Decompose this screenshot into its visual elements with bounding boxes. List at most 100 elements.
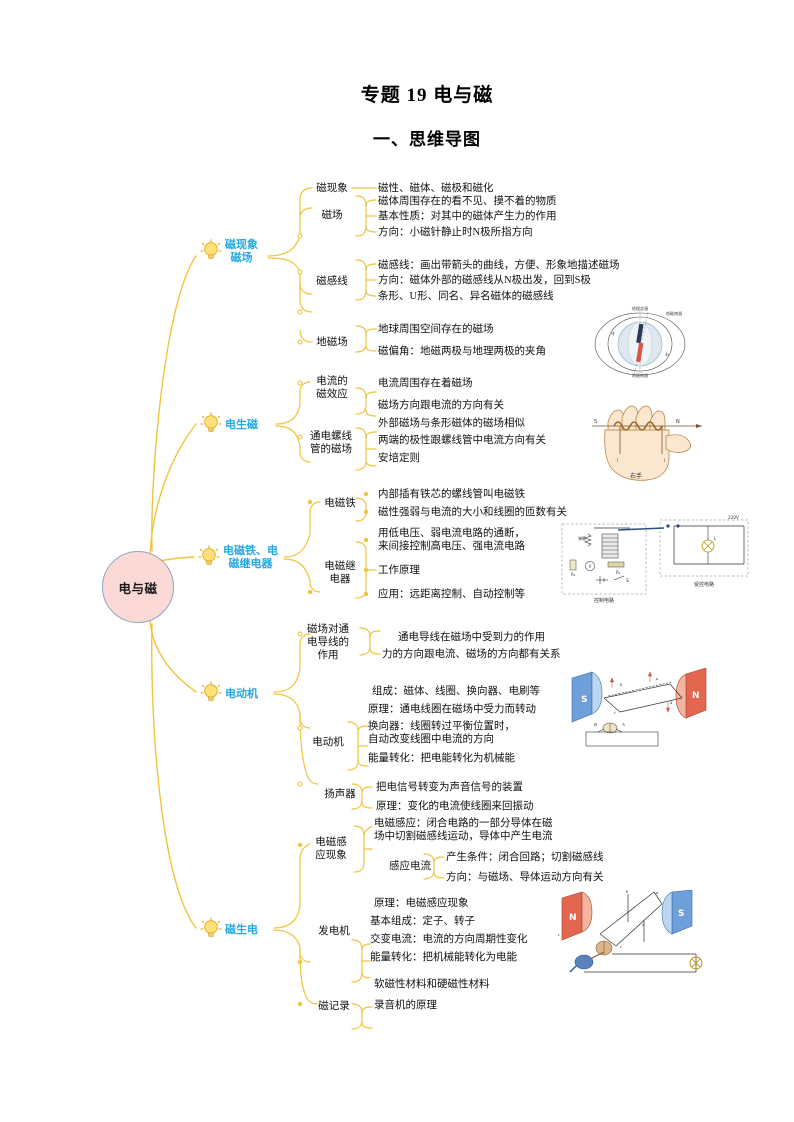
svg-text:S: S bbox=[678, 909, 684, 919]
leaf-field-lines-2: 方向：磁体外部的磁感线从N极出发，回到S极 bbox=[378, 275, 591, 286]
svg-text:220V: 220V bbox=[728, 515, 739, 520]
node-relay[interactable]: 电磁继 电器 bbox=[324, 561, 356, 585]
svg-text:受控电路: 受控电路 bbox=[694, 581, 714, 588]
node-electromagnet[interactable]: 电磁铁 bbox=[324, 498, 356, 509]
leaf-generator-1: 原理：电磁感应现象 bbox=[374, 898, 469, 909]
node-loudspeaker[interactable]: 扬声器 bbox=[324, 789, 356, 800]
svg-text:R₁: R₁ bbox=[616, 570, 621, 575]
leaf-em-induction-1: 电磁感应：闭合电路的一部分导体在磁 场中切割磁感线运动，导体中产生电流 bbox=[374, 818, 553, 842]
branch-label-magnetism-to-electricity: 磁生电 bbox=[225, 922, 258, 936]
svg-text:B: B bbox=[594, 722, 597, 727]
branch-magnetism[interactable]: 磁现象磁场 bbox=[200, 238, 258, 264]
svg-text:控制电路: 控制电路 bbox=[594, 597, 614, 604]
leaf-loudspeaker-1: 把电信号转变为声音信号的装置 bbox=[376, 782, 523, 793]
leaf-magnetic-field-2: 基本性质：对其中的磁体产生力的作用 bbox=[378, 211, 557, 222]
node-current-magnetic-effect[interactable]: 电流的 磁效应 bbox=[316, 376, 348, 400]
svg-text:V: V bbox=[589, 564, 592, 569]
node-magnetic-field[interactable]: 磁场 bbox=[321, 210, 343, 221]
svg-text:R₂: R₂ bbox=[571, 572, 576, 577]
svg-text:L: L bbox=[714, 536, 717, 541]
svg-text:N: N bbox=[569, 913, 577, 923]
svg-text:弹簧: 弹簧 bbox=[578, 535, 586, 541]
svg-text:N: N bbox=[692, 691, 700, 701]
leaf-magnetic-recording-1: 软磁性材料和硬磁性材料 bbox=[374, 979, 490, 990]
leaf-electromagnet-1: 内部插有铁芯的螺线管叫电磁铁 bbox=[378, 489, 525, 500]
svg-text:地理南极: 地理南极 bbox=[632, 372, 650, 378]
leaf-current-effect-2: 磁场方向跟电流的方向有关 bbox=[378, 400, 504, 411]
leaf-relay-3: 应用：远距离控制、自动控制等 bbox=[378, 589, 525, 600]
leaf-field-lines-1: 磁感线：画出带箭头的曲线，方便、形象地描述磁场 bbox=[378, 260, 620, 271]
svg-text:d: d bbox=[670, 700, 673, 705]
mindmap-center-node[interactable]: 电与磁 bbox=[102, 551, 174, 623]
branch-label-electromagnet-relay: 电磁铁、电磁继电器 bbox=[223, 544, 278, 570]
leaf-magnetic-phenomena-1: 磁性、磁体、磁极和磁化 bbox=[378, 183, 494, 194]
leaf-generator-2: 基本组成：定子、转子 bbox=[370, 916, 475, 927]
node-magnetic-phenomena[interactable]: 磁现象 bbox=[316, 183, 348, 194]
lightbulb-icon bbox=[198, 545, 220, 565]
figure-generator-diagram: N S b a d c bbox=[556, 890, 772, 996]
svg-text:c: c bbox=[558, 932, 560, 937]
figure-relay-circuit: 弹簧 R₁ V R₂ S 控制电路 bbox=[556, 514, 756, 608]
svg-text:b: b bbox=[620, 682, 623, 687]
svg-text:右手: 右手 bbox=[630, 472, 642, 480]
leaf-solenoid-3: 安培定则 bbox=[378, 453, 420, 464]
branch-label-electricity-to-magnetism: 电生磁 bbox=[225, 417, 258, 431]
leaf-relay-2: 工作原理 bbox=[378, 565, 420, 576]
leaf-current-effect-1: 电流周围存在着磁场 bbox=[378, 378, 473, 389]
leaf-magnetic-recording-2: 录音机的原理 bbox=[374, 1000, 437, 1011]
leaf-generator-4: 能量转化：把机械能转化为电能 bbox=[370, 952, 517, 963]
svg-text:c: c bbox=[620, 944, 622, 949]
leaf-field-on-wire-2: 力的方向跟电流、磁场的方向都有关系 bbox=[382, 649, 561, 660]
leaf-induced-current-1: 产生条件：闭合回路；切割磁感线 bbox=[446, 852, 604, 863]
branch-label-magnetism: 磁现象磁场 bbox=[225, 238, 258, 264]
figure-right-hand-rule: S N I I 右手 bbox=[572, 396, 712, 482]
lightbulb-icon bbox=[200, 239, 222, 259]
lightbulb-icon bbox=[200, 681, 222, 701]
node-solenoid-field[interactable]: 通电螺线 管的磁场 bbox=[310, 431, 352, 455]
node-field-on-wire[interactable]: 磁场对通 电导线的 作用 bbox=[307, 624, 349, 661]
svg-text:S: S bbox=[594, 419, 597, 425]
svg-text:a: a bbox=[656, 676, 659, 681]
leaf-relay-1: 用低电压、弱电流电路的通断， 来间接控制高电压、强电流电路 bbox=[378, 528, 525, 552]
svg-text:d: d bbox=[642, 922, 645, 927]
node-motor[interactable]: 电动机 bbox=[312, 737, 344, 748]
leaf-electromagnet-2: 磁性强弱与电流的大小和线圈的匝数有关 bbox=[378, 507, 567, 518]
svg-text:S: S bbox=[626, 578, 629, 584]
svg-text:S: S bbox=[581, 695, 587, 705]
leaf-loudspeaker-2: 原理：变化的电流使线圈来回振动 bbox=[376, 801, 534, 812]
node-field-lines[interactable]: 磁感线 bbox=[316, 276, 348, 287]
node-magnetic-recording[interactable]: 磁记录 bbox=[318, 1001, 350, 1012]
leaf-motor-1: 组成：磁体、线圈、换向器、电刷等 bbox=[372, 686, 540, 697]
leaf-solenoid-2: 两端的极性跟螺线管中电流方向有关 bbox=[378, 435, 546, 446]
leaf-magnetic-field-1: 磁体周围存在的看不见、摸不着的物质 bbox=[378, 196, 557, 207]
branch-electricity-to-magnetism[interactable]: 电生磁 bbox=[200, 412, 258, 436]
leaf-generator-3: 交变电流：电流的方向周期性变化 bbox=[370, 934, 528, 945]
leaf-geomagnetic-2: 磁偏角：地磁两极与地理两极的夹角 bbox=[378, 346, 546, 357]
page-title: 专题 19 电与磁 bbox=[360, 85, 494, 106]
branch-magnetism-to-electricity[interactable]: 磁生电 bbox=[200, 917, 258, 941]
center-node-label: 电与磁 bbox=[118, 580, 158, 596]
leaf-field-lines-3: 条形、U形、同名、异名磁体的磁感线 bbox=[378, 291, 554, 302]
node-induced-current[interactable]: 感应电流 bbox=[389, 861, 431, 872]
figure-earth-magnetic-field: 地理北极 地磁南极 地理南极 bbox=[578, 306, 702, 378]
lightbulb-icon bbox=[200, 412, 222, 432]
leaf-magnetic-field-3: 方向：小磁针静止时N极所指方向 bbox=[378, 227, 533, 238]
svg-text:c: c bbox=[614, 710, 616, 715]
branch-label-motor: 电动机 bbox=[225, 686, 258, 700]
leaf-motor-2: 原理：通电线圈在磁场中受力而转动 bbox=[368, 704, 536, 715]
svg-text:I: I bbox=[664, 458, 665, 464]
branch-electromagnet-relay[interactable]: 电磁铁、电磁继电器 bbox=[198, 544, 278, 570]
node-geomagnetic-field[interactable]: 地磁场 bbox=[316, 337, 348, 348]
leaf-motor-3: 换向器：线圈转过平衡位置时， 自动改变线圈中电流的方向 bbox=[368, 721, 515, 745]
svg-text:a: a bbox=[656, 890, 659, 895]
leaf-geomagnetic-1: 地球周围空间存在的磁场 bbox=[378, 324, 494, 335]
svg-text:地磁南极: 地磁南极 bbox=[666, 310, 684, 317]
branch-motor[interactable]: 电动机 bbox=[200, 681, 258, 705]
svg-text:b: b bbox=[626, 890, 629, 894]
section-title: 一、思维导图 bbox=[373, 130, 481, 149]
node-generator[interactable]: 发电机 bbox=[318, 926, 350, 937]
svg-text:N: N bbox=[676, 419, 680, 425]
figure-motor-diagram: S N b a d c bbox=[564, 668, 774, 760]
node-em-induction-phenomenon[interactable]: 电磁感 应现象 bbox=[315, 837, 347, 861]
